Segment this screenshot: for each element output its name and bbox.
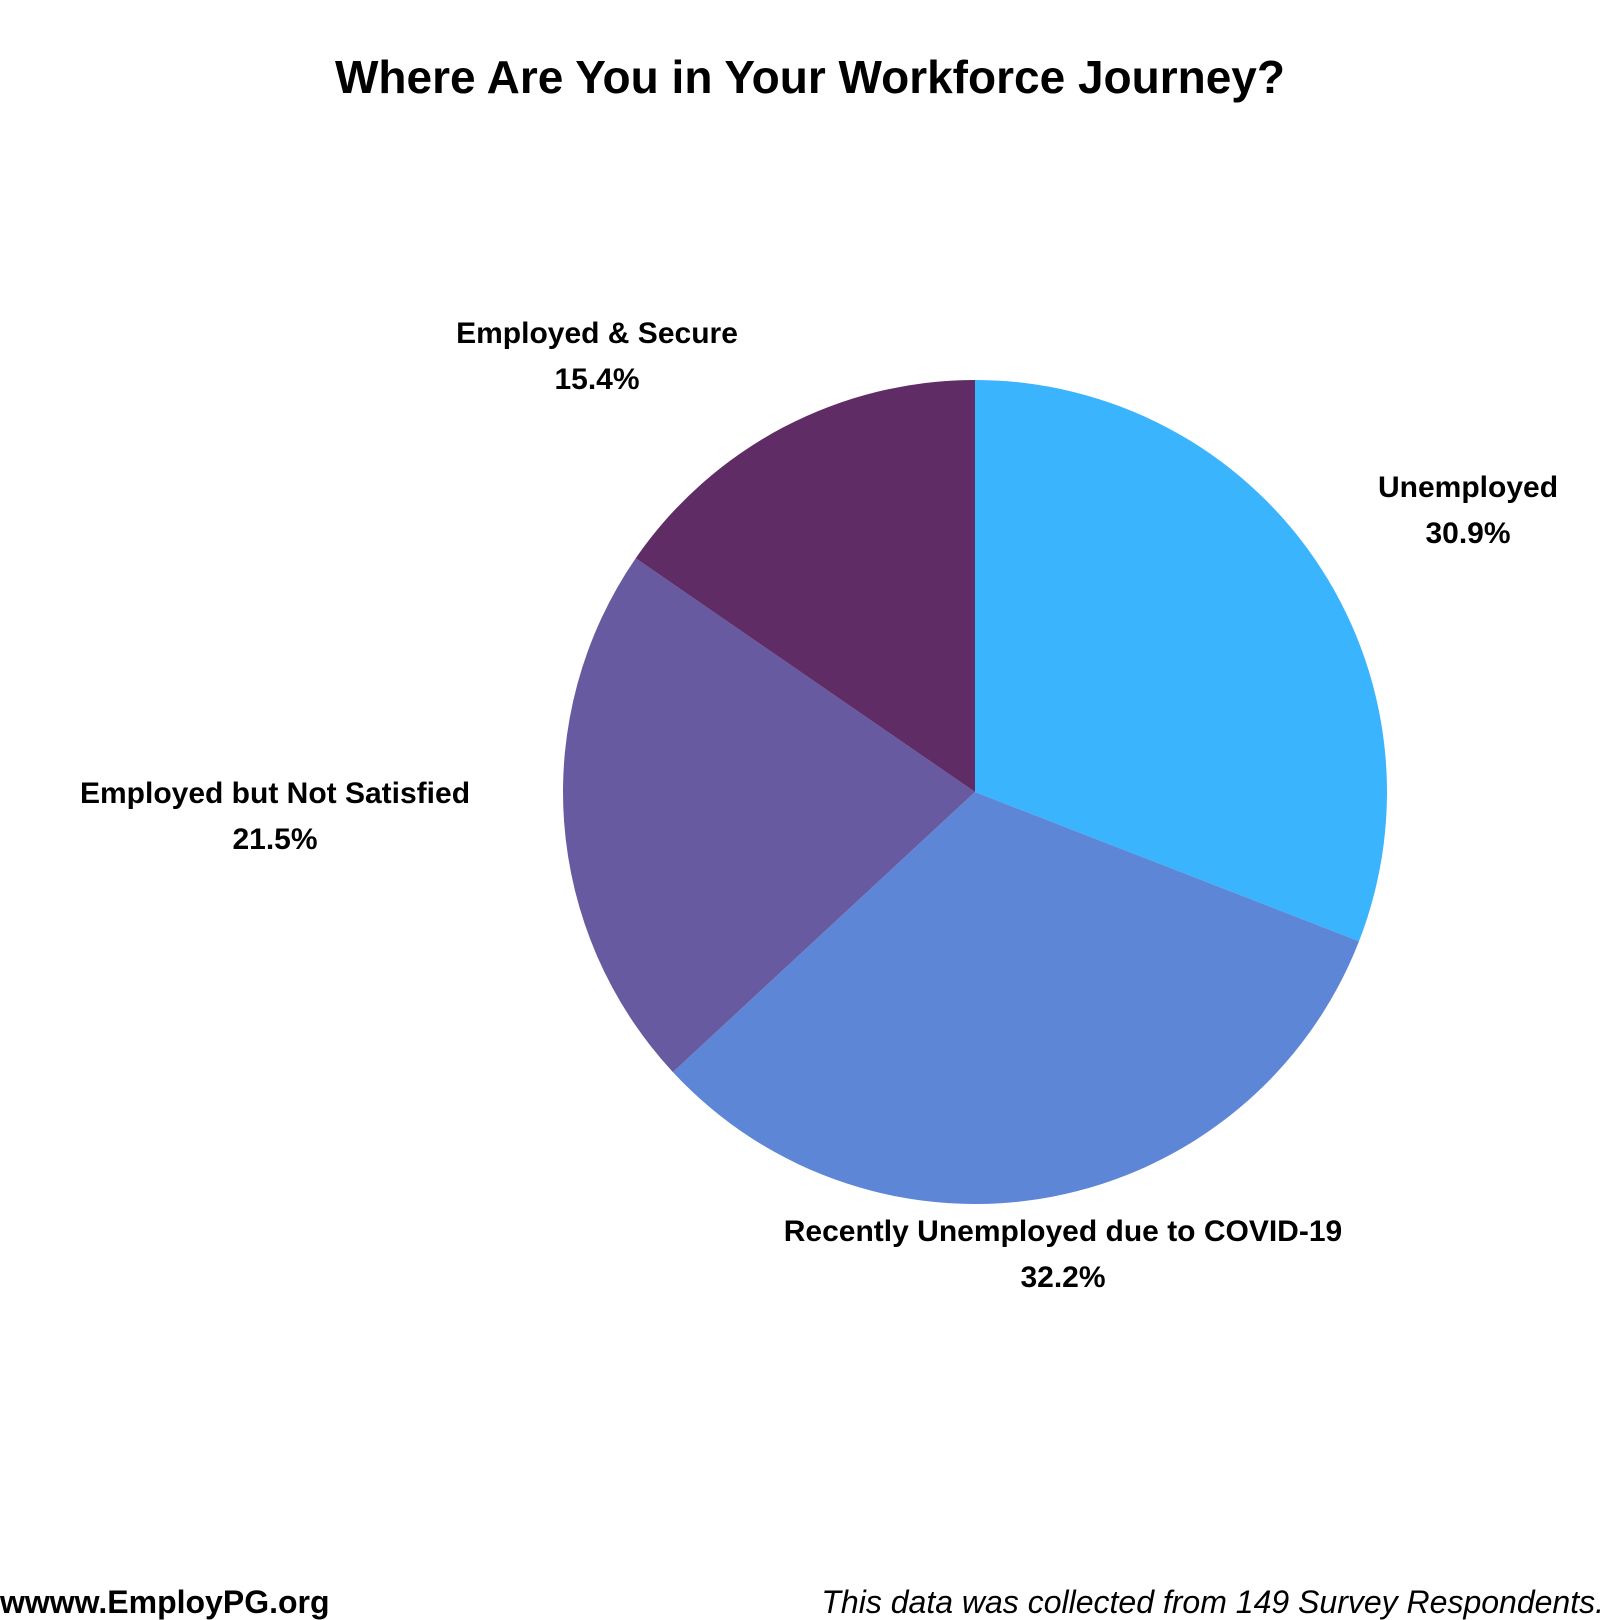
pie-labels: Unemployed 30.9% Recently Unemployed due t… <box>80 317 1558 1294</box>
slice-label: Unemployed <box>1378 471 1558 504</box>
website-url[interactable]: wwww.EmployPG.org <box>0 1584 330 1620</box>
chart-title: Where Are You in Your Workforce Journey? <box>334 51 1285 103</box>
data-source-note: This data was collected from 149 Survey … <box>821 1584 1604 1620</box>
pie-slice-employed-but-not-satisfied <box>563 558 975 1073</box>
pie-slices <box>563 380 1387 1204</box>
slice-label: Employed & Secure <box>456 317 738 350</box>
pie-slice-unemployed <box>975 380 1387 942</box>
pie-slice-recently-unemployed-due-to-covid-19 <box>672 792 1360 1204</box>
slice-value-label: 21.5% <box>232 823 317 856</box>
slice-value-label: 15.4% <box>554 363 639 396</box>
slice-label: Recently Unemployed due to COVID-19 <box>784 1215 1342 1248</box>
slice-value-label: 30.9% <box>1425 517 1510 550</box>
pie-slice-employed-secure <box>635 380 975 792</box>
slice-value-label: 32.2% <box>1020 1261 1105 1294</box>
slice-label: Employed but Not Satisfied <box>80 777 470 810</box>
